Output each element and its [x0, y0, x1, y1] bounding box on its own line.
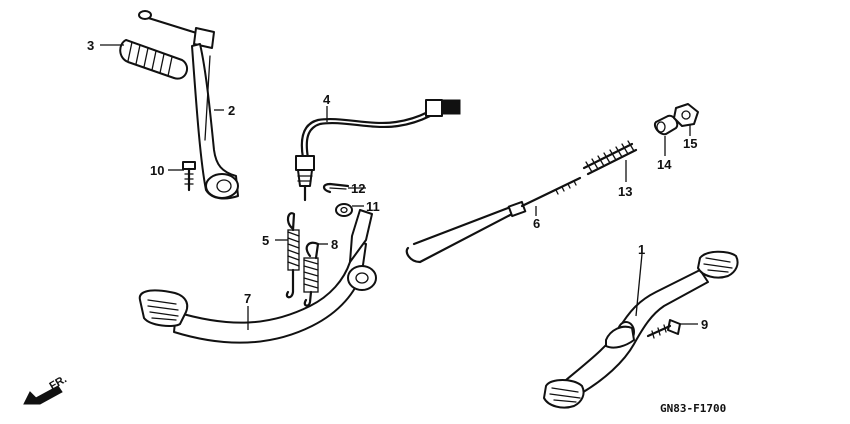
spring-5 [285, 212, 300, 299]
stand-bolt [646, 319, 681, 339]
callout-10: 10 [150, 163, 164, 178]
callout-5: 5 [262, 233, 269, 248]
callout-1: 1 [638, 242, 645, 257]
callout-6: 6 [533, 216, 540, 231]
kick-starter-arm [138, 10, 239, 200]
callout-9: 9 [701, 317, 708, 332]
stop-switch [295, 99, 461, 202]
callout-2: 2 [228, 103, 235, 118]
leader-lines [100, 44, 698, 330]
callout-4: 4 [323, 92, 331, 107]
cotter-pin [322, 182, 350, 194]
brake-arm-joint [654, 114, 679, 136]
callout-3: 3 [87, 38, 94, 53]
callout-7: 7 [244, 291, 251, 306]
adjusting-nut [673, 103, 699, 127]
callout-11: 11 [366, 199, 380, 214]
brake-pedal [138, 209, 377, 344]
washer [335, 203, 353, 217]
spring-8 [303, 241, 320, 307]
callout-12: 12 [351, 181, 365, 196]
callouts: 1 2 3 4 5 6 7 8 9 10 11 12 13 14 15 [87, 38, 708, 332]
callout-13: 13 [618, 184, 632, 199]
direction-label: FR. [48, 373, 69, 392]
callout-15: 15 [683, 136, 697, 151]
brake-rod [405, 176, 582, 264]
brake-rod-spring [582, 140, 638, 176]
kick-starter-rubber [119, 39, 189, 80]
bolt-10 [182, 161, 196, 192]
diagram-code: GN83-F1700 [660, 402, 726, 415]
callout-14: 14 [657, 157, 672, 172]
callout-8: 8 [331, 237, 338, 252]
main-stand [543, 250, 739, 409]
front-direction-arrow-icon: FR. [23, 373, 69, 405]
